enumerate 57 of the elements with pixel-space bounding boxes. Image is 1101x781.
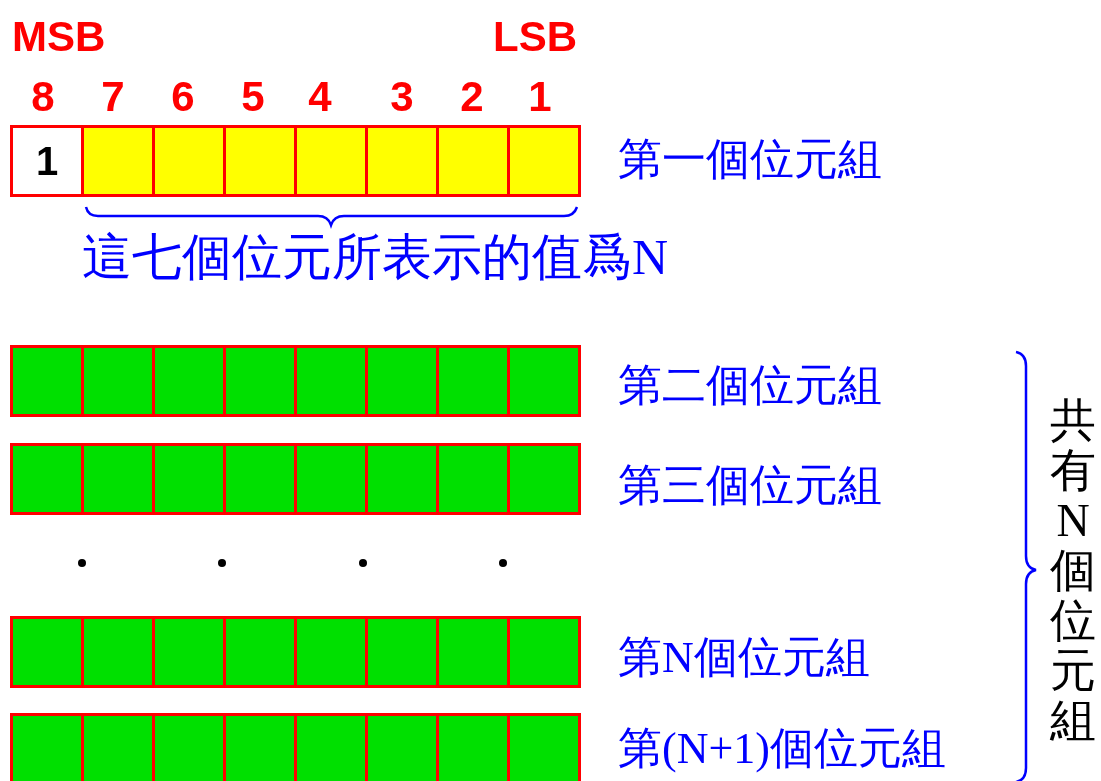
bit-cell [365,125,439,197]
bit-cell [81,616,155,688]
bit-number: 6 [171,76,195,118]
bit-cell [365,713,439,781]
bit-cell [365,345,439,417]
bit-cell [223,345,297,417]
bit-cell [81,713,155,781]
bit-cell [10,443,84,515]
bit-cell: 1 [10,125,84,197]
bit-cell [436,443,510,515]
bit-cell [152,713,226,781]
bit-cell [436,713,510,781]
bit-cell [436,125,510,197]
bit-cell [223,443,297,515]
bit-cell [507,616,581,688]
bit-cell [365,616,439,688]
bit-cell [152,616,226,688]
bit-cell [10,345,84,417]
bit-label: MSB [12,16,106,58]
bit-cell [507,443,581,515]
bit-number: 8 [31,76,55,118]
byte-label: 第N個位元組 [618,636,870,680]
bit-cell [436,345,510,417]
bit-number: 2 [460,76,484,118]
byte-label: 第三個位元組 [618,464,882,508]
bit-cell [223,616,297,688]
bit-cell [365,443,439,515]
bit-cell [436,616,510,688]
bit-number: 7 [101,76,125,118]
bit-cell [223,125,297,197]
bit-cell [294,616,368,688]
bit-cell [223,713,297,781]
bit-number: 1 [528,76,552,118]
bit-cell [294,345,368,417]
byte-label: 第(N+1)個位元組 [618,727,946,771]
bit-cell [294,125,368,197]
bit-cell [507,125,581,197]
bit-cell [81,125,155,197]
bit-cell [294,713,368,781]
bit-cell [10,713,84,781]
bit-number: 5 [241,76,265,118]
bit-cell [10,616,84,688]
bit-cell [152,345,226,417]
bit-cell [294,443,368,515]
bit-cell [152,443,226,515]
bit-cell [507,345,581,417]
byte-label: 第二個位元組 [618,364,882,408]
bit-label: LSB [493,16,577,58]
bit-cell [81,443,155,515]
bit-number: 3 [390,76,414,118]
note-text: 這七個位元所表示的值爲N [82,232,669,282]
bit-number: 4 [308,76,332,118]
bit-cell [81,345,155,417]
bit-cell [507,713,581,781]
count-label: 共有N個位元組 [1049,396,1097,746]
bit-cell [152,125,226,197]
byte-label: 第一個位元組 [618,138,882,182]
